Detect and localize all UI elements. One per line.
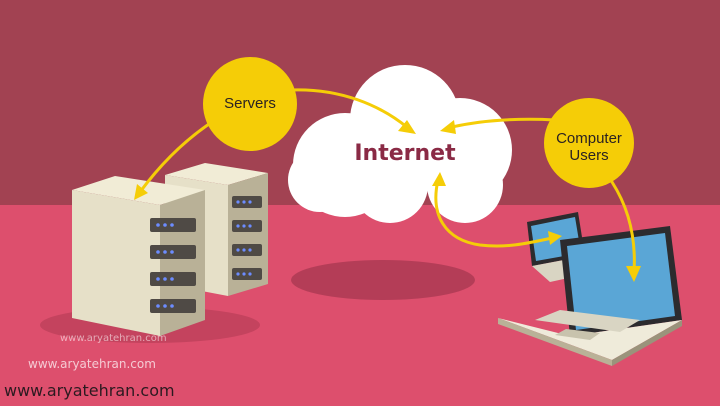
arrow-users-to-laptop [610, 180, 636, 274]
arrow-internet-to-laptop [434, 178, 554, 248]
arrow-heads [134, 120, 641, 282]
server-tower-front [72, 176, 205, 336]
connection-arrows [138, 88, 636, 274]
watermark-medium: www.aryatehran.com [28, 357, 156, 371]
arrow-servers-to-server [138, 120, 214, 194]
watermark-small: www.aryatehran.com [60, 333, 167, 344]
internet-cloud [288, 65, 512, 223]
servers-bubble [203, 57, 297, 151]
computer-users-label: Computer Users [556, 130, 622, 165]
arrow-users-to-internet [446, 117, 557, 130]
cloud-shadow [291, 260, 475, 300]
users-bubble [544, 98, 634, 188]
arrow-servers-to-internet [288, 88, 410, 130]
servers-label: Servers [224, 95, 276, 112]
laptop-large [498, 226, 682, 366]
watermark-main: www.aryatehran.com [4, 381, 175, 400]
internet-label: Internet [354, 141, 456, 166]
